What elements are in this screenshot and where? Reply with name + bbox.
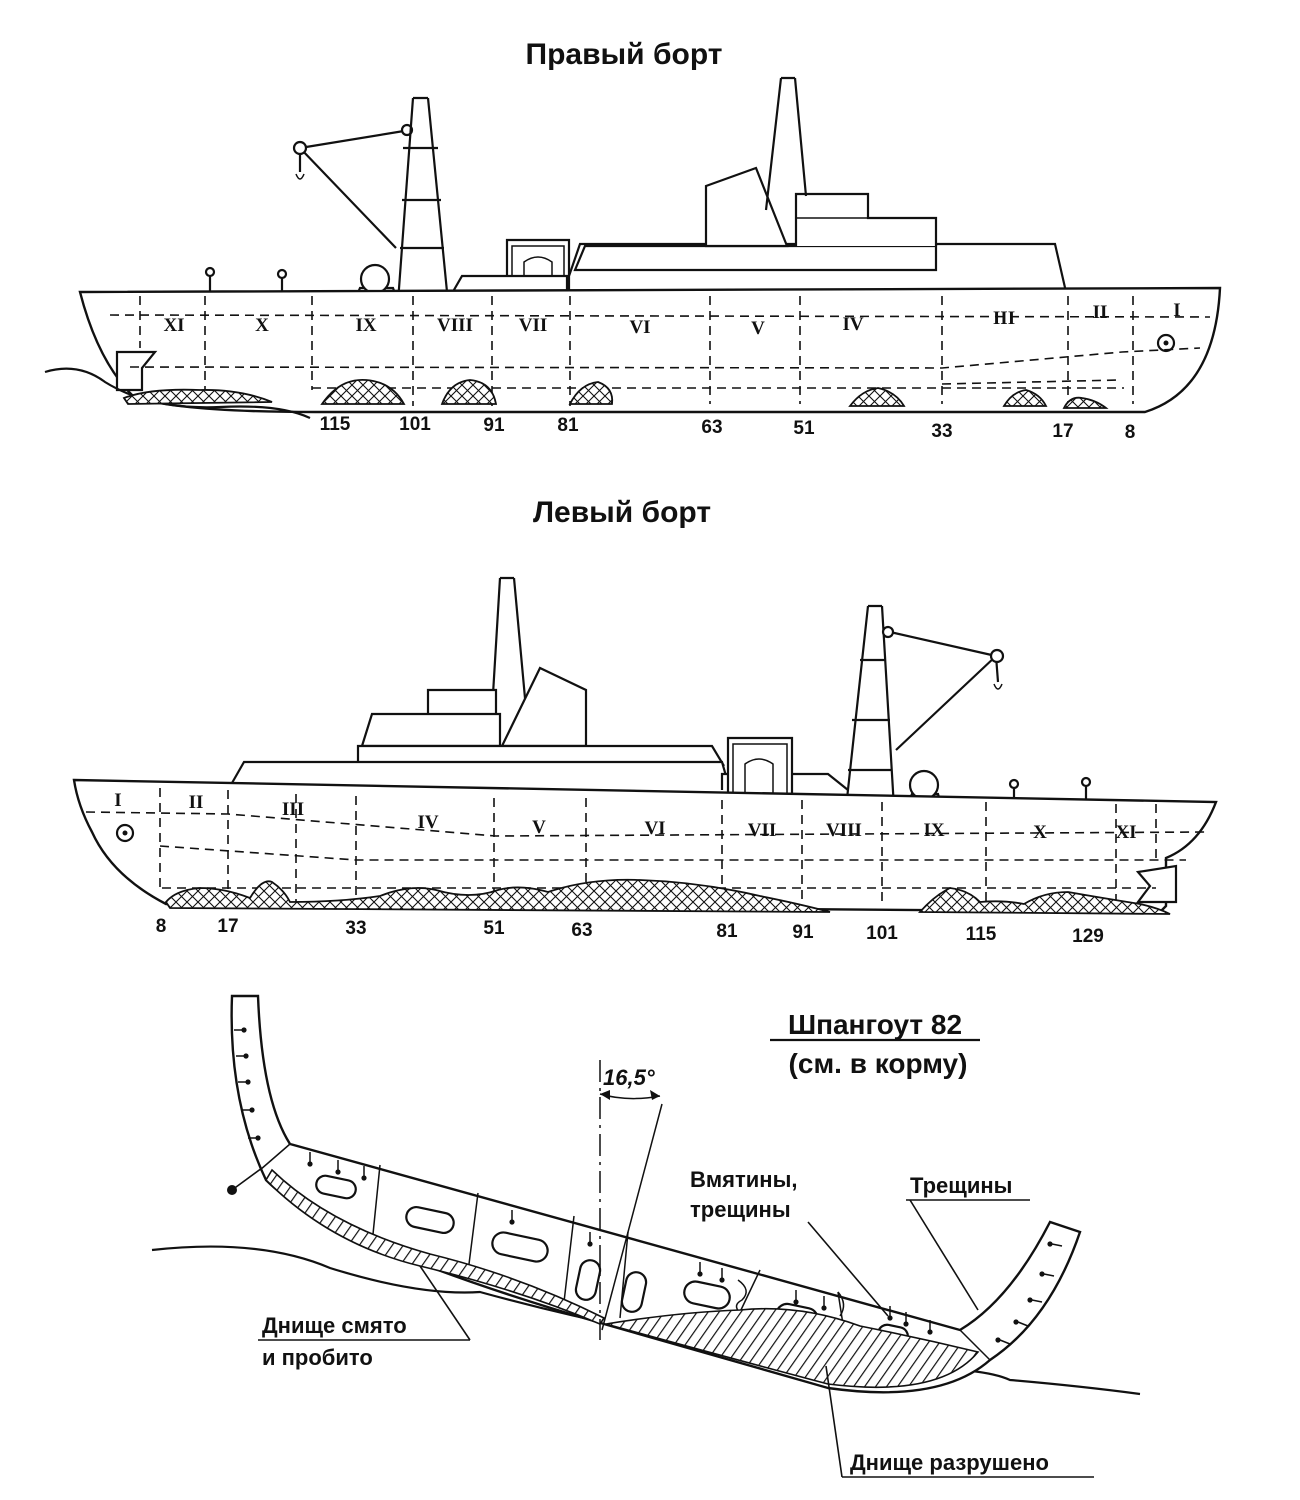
compartment-label: IX [923, 820, 944, 841]
frame-number: 81 [716, 921, 738, 942]
frame-number: 115 [966, 924, 997, 945]
frame-number: 51 [483, 918, 505, 939]
frame-number: 33 [345, 918, 366, 939]
port-funnel [500, 666, 588, 748]
port-superstructure [227, 576, 1092, 810]
port-crane-boom [889, 630, 1000, 751]
callout-dents-line1: Вмятины, [690, 1167, 798, 1192]
starboard-winch-icon [359, 263, 391, 295]
starboard-title: Правый борт [526, 38, 723, 71]
starboard-rudder [115, 350, 158, 392]
port-hatch [726, 736, 794, 808]
starboard-compartment-labels: XI X IX VIII VII VI V IV III II I [163, 300, 1180, 339]
section-subtitle: (см. в корму) [789, 1048, 968, 1079]
compartment-label: X [1033, 822, 1047, 843]
section-destroyed-bottom [605, 1307, 980, 1389]
starboard-frame-numbers: 115 101 91 81 63 51 33 17 8 [320, 414, 1136, 443]
starboard-damage-7 [1062, 396, 1109, 409]
frame-number: 101 [399, 414, 431, 435]
starboard-superstructure [204, 76, 1068, 304]
starboard-fore-mast [764, 76, 808, 211]
frame-number: 17 [1052, 421, 1073, 442]
frame-number: 91 [483, 415, 505, 436]
compartment-label: VIII [826, 820, 862, 841]
starboard-damage-5 [848, 387, 906, 407]
starboard-damage-3 [440, 379, 498, 405]
section-crumpled-bottom [264, 1168, 606, 1325]
callout-cracks: Трещины [910, 1173, 1012, 1198]
compartment-label: VI [644, 818, 665, 839]
starboard-aft-mast [396, 96, 450, 303]
frame-number: 8 [1125, 422, 1136, 443]
section-stiffeners [234, 1027, 1063, 1345]
compartment-label: VI [629, 317, 650, 338]
compartment-label: VII [748, 820, 777, 841]
compartment-label: IX [355, 315, 376, 336]
port-damage-1 [164, 878, 831, 913]
port-rudder [1135, 864, 1178, 904]
starboard-damage-2 [320, 379, 406, 405]
compartment-label: VIII [437, 315, 473, 336]
callout-crumpled-line2: и пробито [262, 1345, 373, 1370]
starboard-crane-hook-icon [295, 173, 305, 180]
heel-angle-label: 16,5° [603, 1065, 655, 1090]
port-damage-2 [918, 887, 1171, 915]
frame-number: 63 [571, 920, 592, 941]
frame-number: 63 [701, 417, 722, 438]
port-title: Левый борт [533, 496, 711, 529]
starboard-hull [44, 286, 1222, 419]
port-aft-mast [844, 604, 896, 809]
compartment-label: X [255, 315, 269, 336]
port-diagram: Левый борт [72, 496, 1218, 947]
port-crane-hook-icon [993, 683, 1003, 690]
compartment-label: I [114, 790, 121, 811]
starboard-damage-1 [122, 388, 273, 405]
compartment-label: V [532, 817, 546, 838]
compartment-label: XI [1115, 822, 1136, 843]
compartment-label: II [1093, 302, 1108, 323]
port-frame-numbers: 8 17 33 51 63 81 91 101 115 129 [156, 916, 1104, 947]
port-compartment-labels: I II III IV V VI VII VIII IX X XI [114, 790, 1136, 843]
section-title: Шпангоут 82 [788, 1009, 962, 1040]
starboard-diagram: Правый борт [44, 38, 1222, 443]
port-crane-pulley-icon [989, 648, 1005, 664]
compartment-label: VII [519, 315, 548, 336]
frame-number: 115 [320, 414, 351, 435]
starboard-crane-boom [298, 128, 411, 249]
frame-number: 51 [793, 418, 815, 439]
compartment-label: XI [163, 315, 184, 336]
compartment-label: IV [417, 812, 438, 833]
frame-number: 91 [792, 922, 814, 943]
compartment-label: III [993, 308, 1015, 329]
frame-number: 8 [156, 916, 167, 937]
compartment-label: I [1173, 300, 1180, 321]
compartment-label: V [751, 318, 765, 339]
compartment-label: IV [842, 314, 863, 335]
callout-crumpled-line1: Днище смято [262, 1313, 407, 1338]
compartment-label: II [189, 792, 204, 813]
starboard-damage-4 [568, 381, 614, 405]
starboard-crane-pulley-icon [292, 140, 308, 156]
section-callouts: Вмятины, трещины Трещины Днище смято и п… [258, 1167, 1094, 1478]
frame-number: 101 [866, 923, 898, 944]
port-hull [72, 778, 1218, 915]
frame-number: 17 [217, 916, 238, 937]
callout-destroyed: Днище разрушено [850, 1450, 1049, 1475]
frame-number: 129 [1072, 926, 1104, 947]
callout-dents-line2: трещины [690, 1197, 791, 1222]
compartment-label: III [282, 799, 304, 820]
port-winch-icon [908, 769, 940, 801]
starboard-damage-6 [1002, 389, 1048, 407]
starboard-funnel [704, 166, 789, 248]
frame-number: 33 [931, 421, 952, 442]
frame-section-diagram: Шпангоут 82 (см. в корму) [151, 994, 1141, 1478]
frame-number: 81 [557, 415, 579, 436]
